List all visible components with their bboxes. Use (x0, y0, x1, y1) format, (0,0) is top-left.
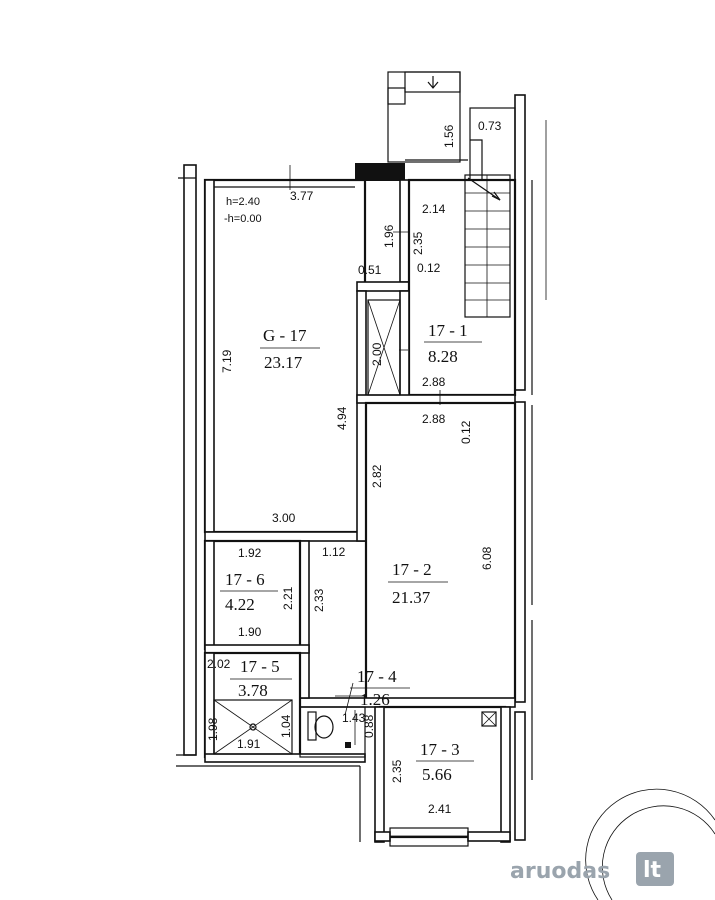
g17-step-wall (356, 281, 410, 292)
room-code-17-2: 17 - 2 (392, 560, 432, 579)
room-area-17-5: 3.78 (238, 681, 268, 700)
dim-2-88-b: 2.88 (422, 412, 446, 426)
stamp-arc (585, 788, 715, 900)
dim-0-12-mid: 0.12 (459, 420, 473, 444)
dim-2-21: 2.21 (281, 586, 295, 610)
wc-cistern (307, 711, 317, 741)
shower-diag-2 (213, 699, 293, 755)
dim-3-00: 3.00 (272, 511, 296, 525)
right-outer-wall-middle (514, 401, 526, 703)
room-code-17-4: 17 - 4 (357, 667, 397, 686)
17-1-bottom-wall (356, 394, 516, 404)
dim-2-14: 2.14 (422, 202, 446, 216)
17-3-right-wall (500, 706, 511, 843)
17-6-left-wall (204, 540, 215, 650)
top-porch-step (404, 71, 461, 93)
right-outer-wall-lower (514, 711, 526, 841)
17-2-bottom-wall (299, 697, 516, 708)
dim-2-35-bot: 2.35 (390, 759, 404, 783)
dim-1-12: 1.12 (322, 545, 346, 559)
dim-1-96: 1.96 (382, 224, 396, 248)
room-code-17-1: 17 - 1 (428, 321, 468, 340)
wc-bowl (314, 715, 334, 739)
room-code-17-6: 17 - 6 (225, 570, 265, 589)
dim-3-77: 3.77 (290, 189, 314, 203)
g17-right-wall-upper (399, 179, 410, 283)
wc-basin (345, 742, 351, 748)
dim-0-73: 0.73 (478, 119, 502, 133)
dim-1-90: 1.90 (238, 625, 262, 639)
dim-1-04: 1.04 (279, 714, 293, 738)
17-6-bottom-wall (204, 644, 310, 654)
g17-top-pier (355, 163, 405, 181)
bottom-door-step (389, 827, 469, 847)
dim-0-12-top: 0.12 (417, 261, 441, 275)
17-3-left-wall (374, 706, 385, 843)
dim-2-35-top: 2.35 (411, 231, 425, 255)
room-code-17-3: 17 - 3 (420, 740, 460, 759)
staircase (464, 174, 511, 318)
room-area-17-4: 1.26 (360, 690, 390, 709)
dim-1-92: 1.92 (238, 546, 262, 560)
room-area-17-3: 5.66 (422, 765, 452, 784)
shower-drain (249, 723, 257, 731)
shaft-diag-2 (367, 299, 401, 396)
stair-landing-box (469, 107, 516, 181)
dim-1-91: 1.91 (237, 737, 261, 751)
top-porch-notch (387, 87, 406, 105)
dim-2-00: 2.00 (370, 342, 384, 366)
room-code-17-5: 17 - 5 (240, 657, 280, 676)
floor-level-label: -h=0.00 (224, 213, 262, 225)
dim-1-98: 1.98 (206, 717, 220, 741)
dim-4-94: 4.94 (335, 406, 349, 430)
dim-6-08: 6.08 (480, 546, 494, 570)
stamp-arc-inner (601, 805, 715, 900)
left-outer-wall (183, 164, 197, 756)
entry-arrow-head (427, 81, 439, 89)
dim-2-33: 2.33 (312, 588, 326, 612)
watermark-tld: lt (643, 858, 662, 883)
dim-0-88: 0.88 (362, 714, 376, 738)
vent-box (481, 711, 497, 727)
watermark-badge (636, 852, 674, 886)
17-1-left-wall (399, 290, 410, 402)
dim-1-43: 1.43 (342, 711, 366, 725)
room-17-2-outline (364, 401, 517, 702)
watermark-brand: aruodas (510, 859, 610, 884)
dim-0-51: 0.51 (358, 263, 382, 277)
g17-bottom-wall (204, 531, 366, 542)
dim-7-19: 7.19 (220, 349, 234, 373)
dim-1-56: 1.56 (442, 124, 456, 148)
room-area-g17: 23.17 (264, 353, 303, 372)
room-17-1-outline (407, 178, 517, 397)
dim-2-88-a: 2.88 (422, 375, 446, 389)
ceiling-height-label: h=2.40 (226, 196, 260, 208)
shower-tray (213, 699, 293, 755)
g17-left-wall (204, 179, 215, 533)
g17-right-wall-lower (356, 290, 367, 542)
room-area-17-6: 4.22 (225, 595, 255, 614)
dim-2-41: 2.41 (428, 802, 452, 816)
dim-2-82: 2.82 (370, 464, 384, 488)
vent-x-2 (481, 711, 497, 727)
room-area-17-1: 8.28 (428, 347, 458, 366)
right-outer-wall-upper (514, 94, 526, 391)
17-5-bottom-wall (204, 753, 366, 763)
room-code-g17: G - 17 (263, 326, 307, 345)
room-17-4-outline (299, 706, 366, 758)
room-area-17-2: 21.37 (392, 588, 431, 607)
stair-landing-step (470, 139, 483, 180)
17-3-bottom-right (467, 831, 511, 842)
shaft-box (367, 299, 401, 396)
dim-2-02: 2.02 (207, 657, 231, 671)
17-3-bottom-left (374, 831, 391, 842)
17-2-left-wall (299, 540, 310, 699)
